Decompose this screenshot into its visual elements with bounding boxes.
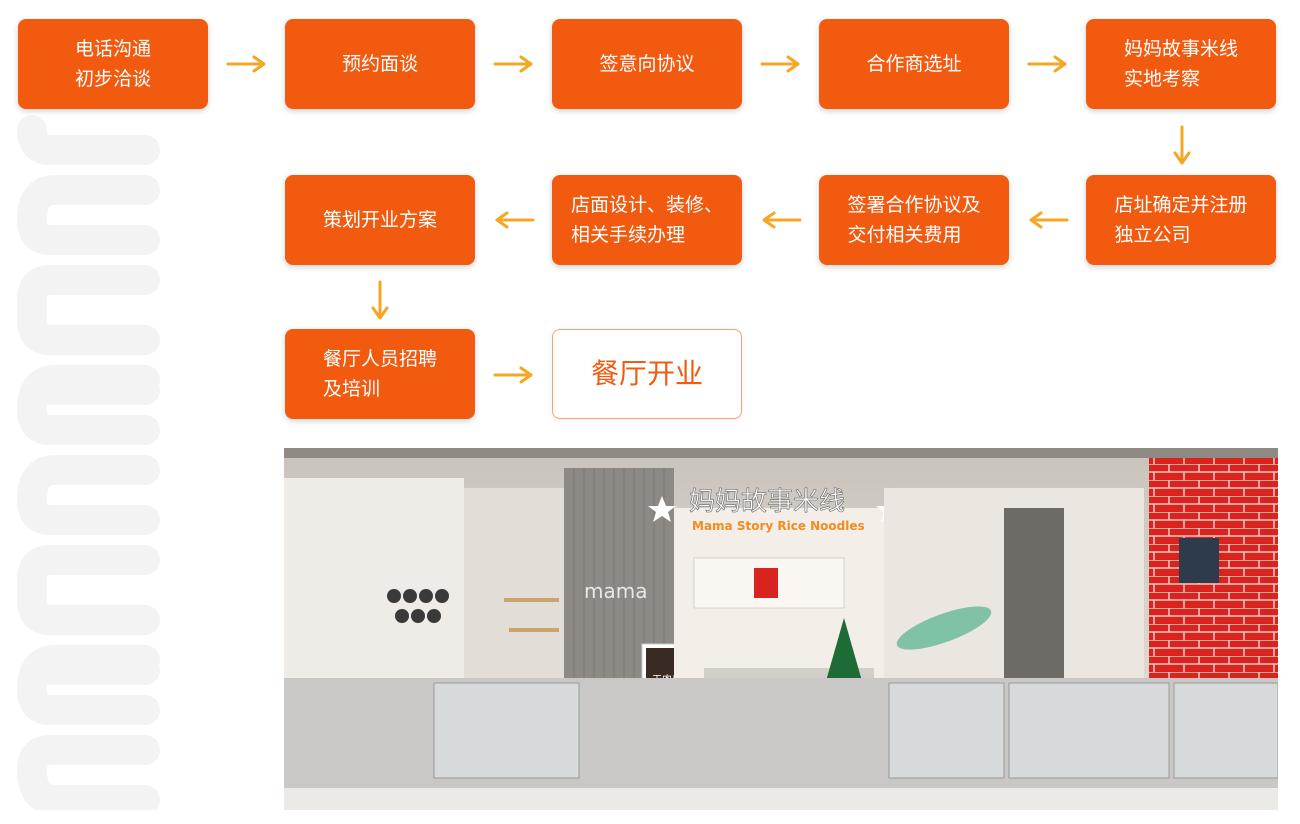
svg-text:Mama Story Rice Noodles: Mama Story Rice Noodles — [692, 519, 865, 533]
arrow-left-icon — [760, 210, 802, 230]
step-label: 餐厅开业 — [590, 357, 703, 390]
arrow-right-icon — [1027, 54, 1069, 74]
step-label: 电话沟通 初步洽谈 — [74, 38, 151, 90]
step-label: 签署合作协议及 交付相关费用 — [847, 194, 981, 246]
step-label: 店面设计、装修、 相关手续办理 — [570, 194, 723, 246]
arrow-right-icon — [760, 54, 802, 74]
step-box-site-inspection: 妈妈故事米线 实地考察 — [1086, 19, 1276, 109]
step-label: 签意向协议 — [599, 53, 695, 75]
arrow-left-icon — [493, 210, 535, 230]
step-label: 妈妈故事米线 实地考察 — [1123, 38, 1238, 90]
step-box-intent-agreement: 签意向协议 — [552, 19, 742, 109]
svg-text:mama: mama — [584, 579, 647, 603]
step-box-design-renovation: 店面设计、装修、 相关手续办理 — [552, 175, 742, 265]
step-box-appointment: 预约面谈 — [285, 19, 475, 109]
step-box-staff-training: 餐厅人员招聘 及培训 — [285, 329, 475, 419]
step-label: 店址确定并注册 独立公司 — [1114, 194, 1248, 246]
arrow-right-icon — [226, 54, 268, 74]
mama-watermark-logo — [16, 115, 160, 810]
step-label: 合作商选址 — [866, 53, 962, 75]
step-label: 预约面谈 — [341, 53, 418, 75]
arrow-right-icon — [493, 54, 535, 74]
step-box-restaurant-opening: 餐厅开业 — [552, 329, 742, 419]
step-label: 策划开业方案 — [322, 209, 437, 231]
step-label: 餐厅人员招聘 及培训 — [322, 348, 437, 400]
storefront-photo: mama 干肉出 妈妈故事米线 Mama Story Rice Noodles — [284, 448, 1278, 810]
step-box-register-company: 店址确定并注册 独立公司 — [1086, 175, 1276, 265]
step-box-opening-plan: 策划开业方案 — [285, 175, 475, 265]
arrow-left-icon — [1027, 210, 1069, 230]
step-box-sign-contract: 签署合作协议及 交付相关费用 — [819, 175, 1009, 265]
step-box-site-selection: 合作商选址 — [819, 19, 1009, 109]
step-box-phone-consult: 电话沟通 初步洽谈 — [18, 19, 208, 109]
arrow-down-icon — [370, 280, 390, 322]
arrow-down-icon — [1172, 125, 1192, 167]
arrow-right-icon — [493, 365, 535, 385]
svg-text:妈妈故事米线: 妈妈故事米线 — [689, 487, 845, 517]
